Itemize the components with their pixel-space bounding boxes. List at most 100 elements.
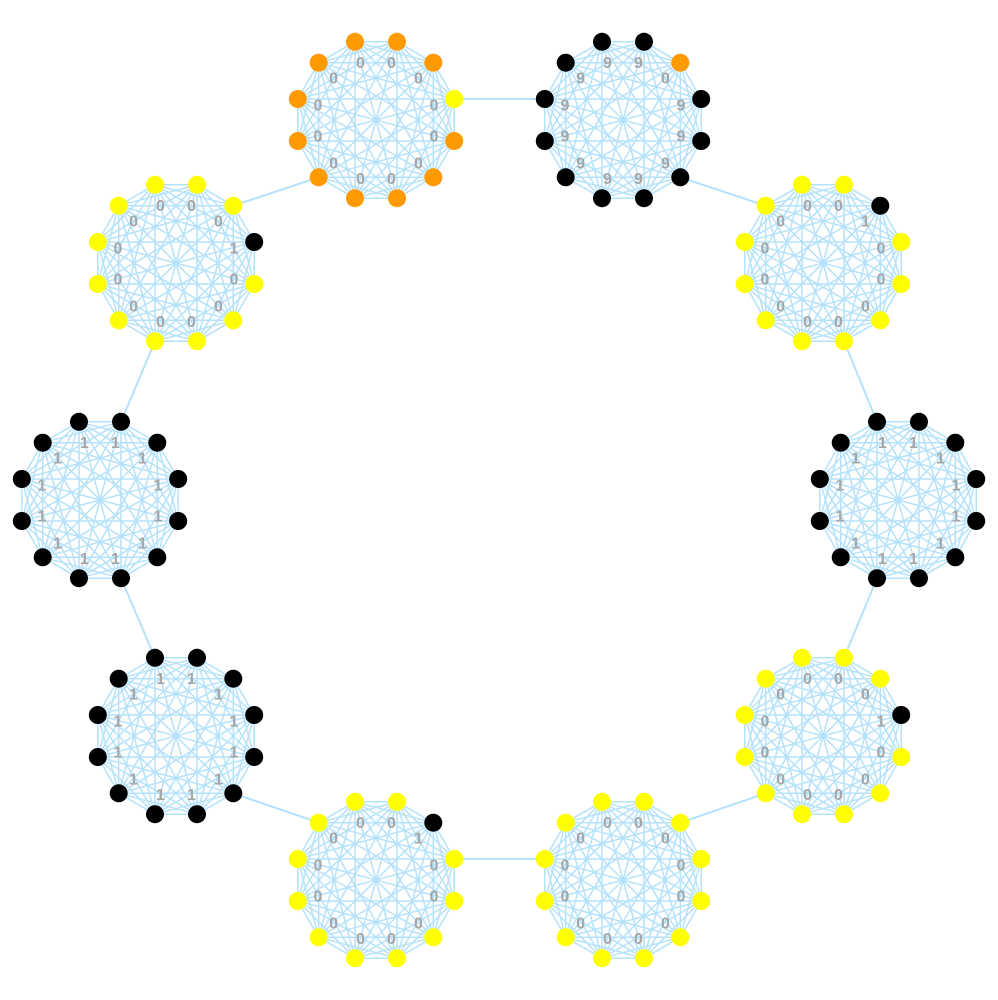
node-label: 9 [677, 98, 686, 115]
cluster-bottom-right [535, 792, 711, 968]
intra-edge [544, 62, 681, 142]
intra-edge [544, 900, 681, 939]
intra-edge [318, 858, 455, 938]
node-label: 1 [952, 509, 961, 526]
node-orange [445, 132, 464, 150]
node-orange [288, 132, 307, 150]
node-orange [671, 53, 690, 72]
node-label: 0 [314, 98, 323, 115]
node-yellow [756, 669, 775, 688]
node-label: 1 [154, 509, 163, 526]
node-yellow [556, 928, 575, 947]
intra-edge [744, 678, 881, 758]
node-black [112, 569, 130, 588]
node-black [871, 196, 890, 215]
node-yellow [88, 233, 107, 251]
node-label: 1 [851, 451, 860, 468]
node-yellow [346, 949, 364, 968]
node-black [245, 706, 264, 724]
node-label: 0 [214, 214, 223, 231]
node-label: 1 [878, 435, 887, 452]
node-label: 0 [661, 831, 670, 848]
intra-edge [801, 657, 881, 794]
node-label: 0 [661, 915, 670, 932]
node-label: 0 [634, 815, 643, 832]
intra-edge [765, 657, 845, 680]
intra-edge [765, 792, 845, 815]
intra-edge [544, 822, 681, 902]
cluster-left [12, 412, 188, 588]
intra-edge [118, 756, 255, 795]
node-label: 0 [414, 71, 423, 88]
intra-edge [297, 858, 398, 959]
inter-cluster-edge [843, 340, 878, 423]
node-yellow [188, 175, 206, 194]
intra-edge [544, 62, 567, 142]
intra-edge [154, 184, 234, 321]
intra-edge [297, 98, 320, 178]
node-black [148, 548, 167, 567]
node-label: 1 [156, 787, 165, 804]
intra-edge [544, 98, 567, 178]
intra-edge [354, 41, 434, 178]
intra-edge [601, 176, 681, 199]
intra-edge [78, 556, 158, 579]
node-yellow [309, 928, 328, 947]
intra-edge [97, 714, 234, 794]
node-label: 0 [356, 171, 365, 188]
intra-edge [765, 657, 845, 794]
node-yellow [146, 332, 164, 351]
intra-edge [765, 678, 902, 758]
node-label: 0 [561, 889, 570, 906]
intra-edge [118, 205, 234, 321]
intra-edge [21, 441, 158, 480]
intra-edge [21, 478, 44, 558]
node-label: 0 [803, 314, 812, 331]
intra-edge [118, 678, 198, 815]
node-label: 9 [561, 98, 570, 115]
intra-edge [565, 822, 645, 959]
node-label: 0 [561, 858, 570, 875]
intra-edge [744, 241, 881, 321]
intra-edge [601, 801, 681, 938]
intra-edge [78, 421, 158, 558]
node-label: 1 [129, 771, 138, 788]
intra-edge [840, 442, 920, 579]
intra-edge [297, 62, 320, 142]
inter-cluster-edge [843, 577, 878, 659]
node-yellow [593, 949, 611, 968]
node-label: 1 [836, 478, 845, 495]
node-label: 0 [329, 831, 338, 848]
node-label: 0 [803, 198, 812, 215]
node-label: 1 [851, 535, 860, 552]
node-yellow [892, 275, 911, 293]
intra-edge [565, 858, 702, 938]
node-label: 0 [356, 55, 365, 72]
node-yellow [735, 233, 754, 251]
node-yellow [735, 275, 754, 293]
node-label: 0 [129, 298, 138, 315]
node-yellow [109, 196, 128, 215]
intra-edge [564, 822, 603, 959]
intra-edge [744, 205, 767, 285]
inter-cluster-edge [679, 176, 767, 207]
intra-edge [97, 283, 156, 342]
node-yellow [793, 648, 811, 667]
node-yellow [593, 792, 611, 811]
intra-edge [21, 442, 158, 522]
cluster-top-right-edges [544, 41, 702, 199]
intra-edge [42, 442, 179, 522]
node-yellow [445, 90, 464, 108]
intra-edge [565, 41, 645, 178]
node-label: 1 [187, 787, 196, 804]
intra-edge [97, 204, 234, 243]
node-label: 9 [634, 171, 643, 188]
intra-edge [744, 283, 881, 322]
node-black [556, 53, 575, 72]
intra-edge [297, 62, 434, 142]
intra-edge [318, 936, 398, 959]
node-black [169, 512, 188, 530]
node-yellow [671, 928, 690, 947]
node-label: 0 [314, 858, 323, 875]
node-yellow [346, 792, 364, 811]
